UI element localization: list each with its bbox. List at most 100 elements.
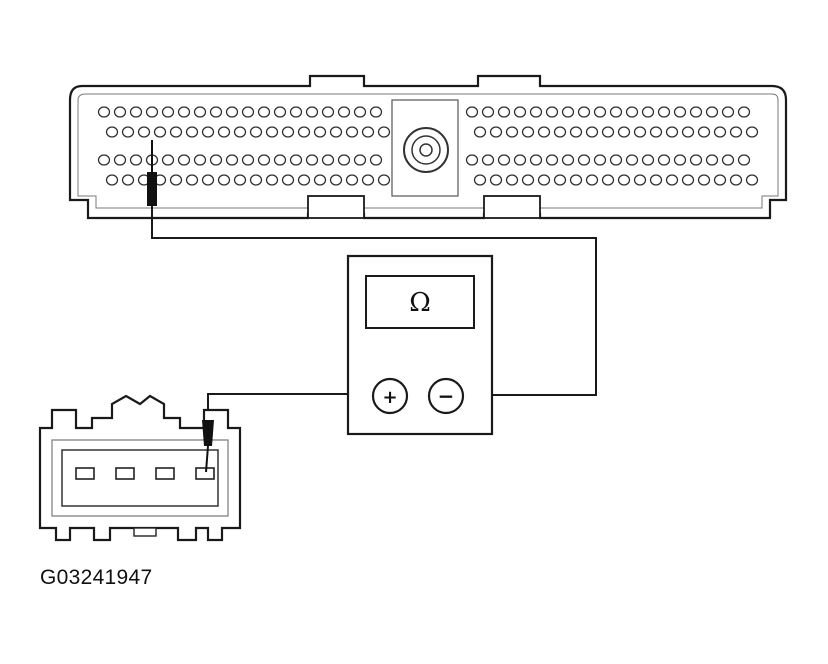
- positive-symbol: +: [382, 387, 397, 408]
- ecm-pin: [513, 154, 527, 166]
- ecm-pin: [521, 174, 535, 186]
- ecm-pin: [737, 106, 751, 118]
- ecm-pin: [601, 174, 615, 186]
- ecm-pin: [321, 154, 335, 166]
- wiring-diagram: Ω + −: [38, 74, 788, 542]
- ecm-pin: [305, 106, 319, 118]
- ecm-pin: [545, 154, 559, 166]
- ecm-pin: [729, 126, 743, 138]
- ecm-pin: [289, 154, 303, 166]
- ecm-pin: [649, 174, 663, 186]
- ecm-pin: [689, 106, 703, 118]
- ecm-pin: [465, 106, 479, 118]
- ecm-pin: [673, 106, 687, 118]
- ecm-pin: [153, 126, 167, 138]
- sensor-pin-2: [115, 467, 135, 480]
- ecm-pin: [209, 154, 223, 166]
- ecm-pin: [529, 154, 543, 166]
- ecm-pin: [585, 174, 599, 186]
- ecm-pin: [201, 126, 215, 138]
- ecm-pin: [305, 154, 319, 166]
- ecm-pin: [281, 126, 295, 138]
- negative-lead-wire: [151, 150, 597, 396]
- ecm-pin: [473, 126, 487, 138]
- ecm-pin: [329, 126, 343, 138]
- ecm-pin: [745, 126, 759, 138]
- ecm-pin: [737, 154, 751, 166]
- ecm-connector: [68, 74, 788, 220]
- ecm-pin: [193, 154, 207, 166]
- ecm-pin: [729, 174, 743, 186]
- ecm-pin: [657, 106, 671, 118]
- ecm-pin: [625, 154, 639, 166]
- ecm-pin: [361, 174, 375, 186]
- ecm-pin: [369, 106, 383, 118]
- ecm-pin: [721, 154, 735, 166]
- ecm-pin: [505, 126, 519, 138]
- ecm-pin: [169, 126, 183, 138]
- ecm-pin: [681, 174, 695, 186]
- ecm-pin: [273, 106, 287, 118]
- ecm-pin: [617, 174, 631, 186]
- ecm-pin: [481, 106, 495, 118]
- ecm-pin: [713, 126, 727, 138]
- ecm-pin: [521, 126, 535, 138]
- ecm-pin: [185, 174, 199, 186]
- negative-terminal: −: [427, 377, 465, 415]
- negative-symbol: −: [438, 384, 455, 408]
- ecm-pin: [241, 154, 255, 166]
- ecm-pin: [705, 154, 719, 166]
- ecm-pin: [697, 126, 711, 138]
- ecm-pin: [497, 106, 511, 118]
- ecm-pin: [505, 174, 519, 186]
- ecm-pin: [329, 174, 343, 186]
- ecm-pin: [553, 174, 567, 186]
- ecm-pin: [561, 154, 575, 166]
- ecm-pin: [353, 106, 367, 118]
- ohm-symbol: Ω: [409, 288, 431, 318]
- ecm-pin: [633, 174, 647, 186]
- ecm-pin: [297, 126, 311, 138]
- ecm-pin: [617, 126, 631, 138]
- ecm-pin: [137, 126, 151, 138]
- ecm-pin: [705, 106, 719, 118]
- ecm-pin: [145, 106, 159, 118]
- ecm-pin: [313, 174, 327, 186]
- ecm-pin: [553, 126, 567, 138]
- ecm-pin: [361, 126, 375, 138]
- ecm-pin: [233, 126, 247, 138]
- ecm-pin: [121, 126, 135, 138]
- ecm-pin: [345, 174, 359, 186]
- ecm-pin: [561, 106, 575, 118]
- ecm-pin: [633, 126, 647, 138]
- ecm-pin: [113, 154, 127, 166]
- sensor-probe: [202, 420, 214, 473]
- ecm-pin: [129, 154, 143, 166]
- ecm-pin: [721, 106, 735, 118]
- figure-id-label: G03241947: [40, 566, 153, 589]
- ecm-pin: [473, 174, 487, 186]
- ecm-pin: [609, 106, 623, 118]
- sensor-pin-1: [75, 467, 95, 480]
- ecm-pin: [129, 106, 143, 118]
- ecm-probe: [147, 140, 157, 206]
- ecm-pin: [713, 174, 727, 186]
- ecm-pin: [233, 174, 247, 186]
- ecm-pin: [673, 154, 687, 166]
- ecm-pin: [177, 106, 191, 118]
- ecm-pin: [265, 174, 279, 186]
- ecm-pin: [121, 174, 135, 186]
- ecm-pin: [257, 154, 271, 166]
- ecm-pin: [665, 174, 679, 186]
- sensor-connector: [38, 394, 242, 542]
- ecm-pin: [345, 126, 359, 138]
- positive-terminal: +: [371, 377, 409, 415]
- ecm-pin: [537, 174, 551, 186]
- ecm-pin: [217, 126, 231, 138]
- ecm-pin: [113, 106, 127, 118]
- ecm-pin: [257, 106, 271, 118]
- ecm-pin: [185, 126, 199, 138]
- ecm-pin: [369, 154, 383, 166]
- ecm-pin: [321, 106, 335, 118]
- ecm-pin: [265, 126, 279, 138]
